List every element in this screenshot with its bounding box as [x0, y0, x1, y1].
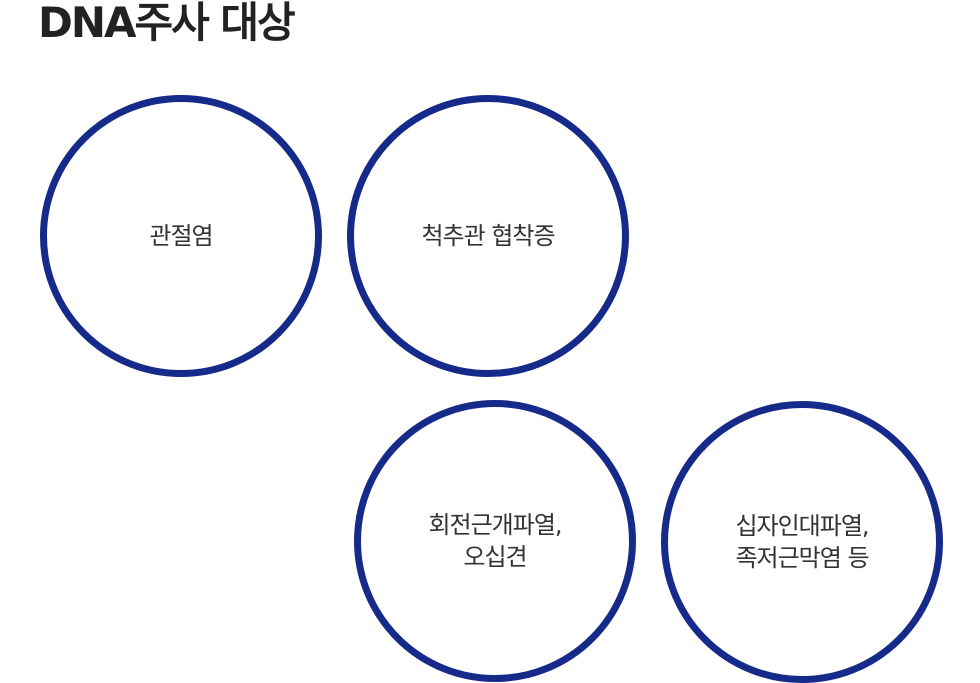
target-label: 십자인대파열, 족저근막염 등 [735, 512, 869, 572]
target-label: 회전근개파열, 오십견 [428, 511, 562, 571]
target-label: 관절염 [149, 222, 213, 250]
target-circle-rotator-cuff: 회전근개파열, 오십견 [354, 400, 636, 682]
target-circle-arthritis: 관절염 [40, 95, 322, 377]
page-title: DNA주사 대상 [38, 0, 296, 47]
target-circle-ligament: 십자인대파열, 족저근막염 등 [661, 401, 943, 683]
target-circle-spinal-stenosis: 척추관 협착증 [347, 95, 629, 377]
target-label: 척추관 협착증 [421, 222, 555, 250]
